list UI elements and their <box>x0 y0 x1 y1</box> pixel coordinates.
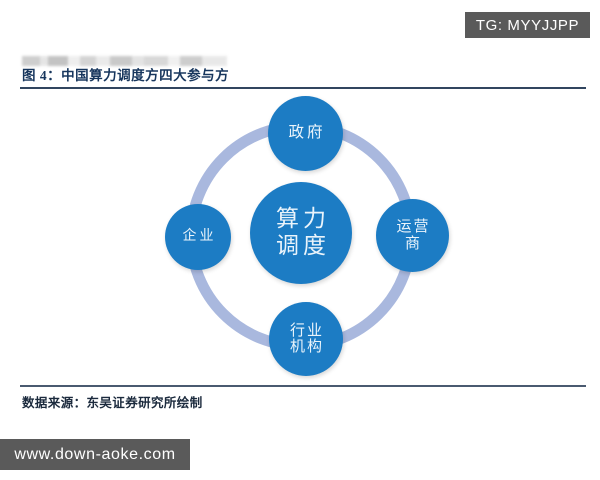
node-industry-institution[interactable]: 行业 机构 <box>269 302 343 376</box>
node-enterprise[interactable]: 企业 <box>165 204 231 270</box>
node-operator-line-2: 商 <box>404 235 422 252</box>
node-enterprise-line-1: 企业 <box>182 229 217 245</box>
figure-title: 图 4：中国算力调度方四大参与方 <box>22 68 230 83</box>
figure-source-note: 数据来源：东吴证券研究所绘制 <box>22 396 203 410</box>
divider-top <box>20 87 586 89</box>
node-government[interactable]: 政府 <box>268 96 343 171</box>
watermark-bottom-left: www.down-aoke.com <box>0 439 190 470</box>
watermark-top-right: TG: MYYJJPP <box>465 12 590 38</box>
divider-bottom <box>20 385 586 387</box>
node-center-line-1: 算力 <box>276 206 330 232</box>
node-industry-institution-line-2: 机构 <box>289 339 324 355</box>
node-center-computing-power-scheduling[interactable]: 算力 调度 <box>250 182 352 284</box>
node-center-line-2: 调度 <box>276 233 330 258</box>
cycle-diagram: 政府 运营 商 行业 机构 企业 算力 调度 <box>150 90 470 385</box>
node-industry-institution-line-1: 行业 <box>289 322 324 339</box>
node-government-line-1: 政府 <box>288 124 326 142</box>
node-operator[interactable]: 运营 商 <box>376 199 449 272</box>
node-operator-line-1: 运营 <box>396 219 431 236</box>
redacted-text-band <box>22 56 227 66</box>
